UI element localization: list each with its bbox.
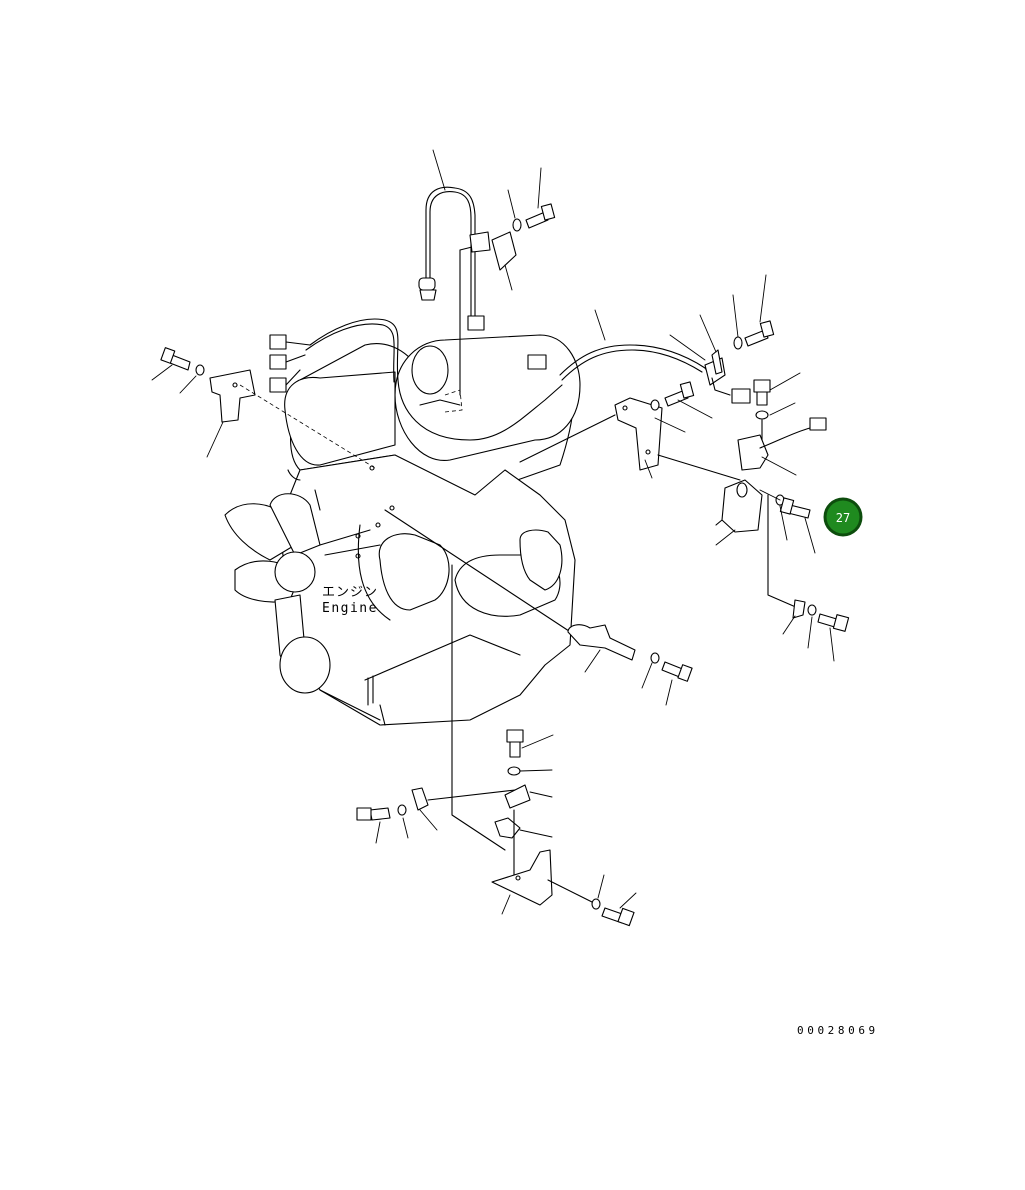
washer bbox=[397, 804, 407, 816]
part-callout-27[interactable]: 27 bbox=[823, 497, 863, 537]
sensor-bracket bbox=[721, 479, 763, 533]
intake-pipe bbox=[284, 371, 396, 466]
bottom-bracket-assembly bbox=[356, 564, 637, 927]
clamp bbox=[504, 784, 531, 809]
sensor-connector bbox=[809, 417, 827, 431]
washer bbox=[591, 898, 601, 910]
connector bbox=[269, 354, 287, 370]
left-connector-harness bbox=[269, 318, 563, 441]
bolt bbox=[744, 329, 769, 347]
washer bbox=[512, 218, 522, 232]
bracket bbox=[491, 231, 517, 271]
engine-label-jp: エンジン bbox=[322, 585, 378, 600]
harness-connector bbox=[467, 315, 485, 331]
washer bbox=[507, 766, 521, 776]
base-bracket bbox=[491, 849, 553, 906]
washer bbox=[650, 652, 660, 664]
drawing-number: 00028069 bbox=[797, 1024, 879, 1037]
bolt bbox=[369, 807, 391, 821]
connector-block bbox=[527, 354, 547, 370]
bolt bbox=[525, 211, 549, 229]
sensor bbox=[737, 434, 769, 471]
clip bbox=[792, 599, 806, 619]
crank-pulley bbox=[279, 636, 331, 694]
top-wiring-harness bbox=[418, 149, 556, 396]
washer bbox=[733, 336, 743, 350]
bracket bbox=[567, 624, 636, 661]
washer bbox=[807, 604, 817, 616]
sensor-bracket-assembly bbox=[715, 372, 850, 662]
connector bbox=[269, 334, 287, 350]
clamp bbox=[494, 817, 521, 839]
callout-badge bbox=[826, 500, 860, 534]
engine-label-en: Engine bbox=[322, 601, 378, 616]
right-wiring-harness bbox=[559, 274, 775, 404]
connector bbox=[269, 377, 287, 393]
engine-block bbox=[224, 334, 581, 726]
bolt bbox=[664, 389, 689, 407]
connector bbox=[731, 388, 751, 404]
fan-hub bbox=[274, 551, 316, 593]
front-housing bbox=[378, 533, 450, 611]
clamp bbox=[469, 231, 491, 253]
left-bracket-assembly bbox=[151, 347, 376, 469]
p-clamp bbox=[411, 787, 429, 811]
washer bbox=[755, 410, 769, 420]
harness-plug bbox=[419, 289, 437, 301]
mid-bracket-assembly bbox=[384, 509, 693, 706]
washer bbox=[650, 399, 660, 411]
bracket bbox=[209, 369, 256, 423]
upper-right-bracket bbox=[519, 381, 741, 481]
fan-blade bbox=[269, 493, 321, 556]
washer bbox=[195, 364, 205, 376]
callout-number: 27 bbox=[836, 511, 850, 525]
